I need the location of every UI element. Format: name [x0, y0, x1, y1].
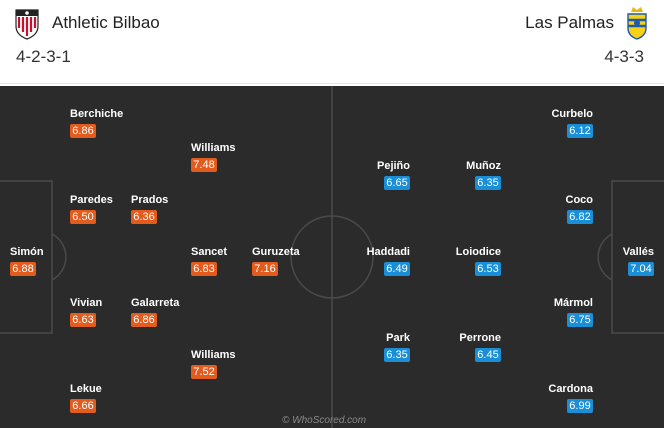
player-name: Park: [386, 332, 410, 344]
player-rating: 6.35: [475, 176, 501, 190]
player-rating: 7.04: [628, 262, 654, 276]
player-name: Williams: [191, 349, 236, 361]
player-name: Muñoz: [466, 160, 501, 172]
player-name: Simón: [10, 246, 44, 258]
player-name: Vallés: [622, 246, 654, 258]
player-rating: 6.45: [475, 348, 501, 362]
player-name: Perrone: [459, 332, 501, 344]
player-name: Guruzeta: [252, 246, 300, 258]
player-name: Mármol: [553, 297, 593, 309]
player-rating: 7.16: [252, 262, 278, 276]
player-rating: 6.35: [384, 348, 410, 362]
player-rating: 7.52: [191, 365, 217, 379]
home-formation: 4-2-3-1: [16, 47, 71, 66]
match-header: Athletic Bilbao 4-2-3-1 Las Palmas 4-3-3: [0, 0, 664, 84]
watermark: © WhoScored.com: [282, 415, 367, 426]
home-team-name[interactable]: Athletic Bilbao: [52, 13, 160, 32]
away-formation: 4-3-3: [604, 47, 644, 66]
player-name: Coco: [565, 194, 594, 206]
player-rating: 6.12: [567, 124, 593, 138]
player-rating: 6.36: [131, 210, 157, 224]
player-name: Paredes: [70, 194, 113, 206]
player-rating: 7.48: [191, 158, 217, 172]
player-rating: 6.53: [475, 262, 501, 276]
player-name: Sancet: [191, 246, 228, 258]
pitch-markings: [0, 86, 664, 428]
pitch: Berchiche 6.86 Williams 7.48 Paredes 6.5…: [0, 86, 664, 428]
player-name: Loiodice: [455, 246, 501, 258]
player-rating: 6.86: [131, 313, 157, 327]
away-team-name[interactable]: Las Palmas: [525, 13, 614, 32]
las-palmas-crest: [627, 7, 647, 40]
athletic-bilbao-crest: [15, 9, 39, 40]
player-rating: 6.83: [191, 262, 217, 276]
player-rating: 6.63: [70, 313, 96, 327]
player-name: Prados: [131, 194, 169, 206]
player-rating: 6.86: [70, 124, 96, 138]
player-name: Curbelo: [551, 108, 593, 120]
player-rating: 6.66: [70, 399, 96, 413]
player-name: Galarreta: [131, 297, 180, 309]
player-name: Lekue: [70, 383, 102, 395]
player-name: Berchiche: [70, 108, 124, 120]
player-name: Cardona: [548, 383, 593, 395]
player-rating: 6.88: [10, 262, 36, 276]
player-name: Williams: [191, 142, 236, 154]
player-rating: 6.65: [384, 176, 410, 190]
player-name: Pejiño: [376, 160, 410, 172]
player-rating: 6.75: [567, 313, 593, 327]
player-rating: 6.50: [70, 210, 96, 224]
player-name: Vivian: [70, 297, 103, 309]
player-rating: 6.82: [567, 210, 593, 224]
player-name: Haddadi: [366, 246, 410, 258]
player-rating: 6.49: [384, 262, 410, 276]
player-rating: 6.99: [567, 399, 593, 413]
